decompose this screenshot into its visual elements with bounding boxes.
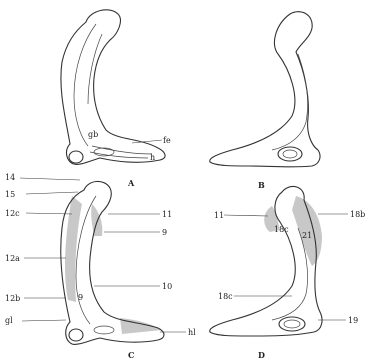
panel-a-label-h: h	[150, 153, 155, 162]
panel-c-condyle	[69, 329, 83, 341]
panel-d-label-21: 21	[302, 231, 312, 240]
panel-d-label-19: 19	[348, 316, 358, 325]
panel-d: 11 18b 18c 21 18c 19 D	[210, 186, 366, 359]
panel-c-label-15: 15	[5, 190, 15, 199]
panel-c-label-12a: 12a	[5, 254, 20, 263]
panel-c-label-9-lower: 9	[78, 293, 83, 302]
panel-c-label-9: 9	[162, 228, 167, 237]
panel-b-caption: B	[258, 180, 265, 190]
panel-d-foramen	[279, 317, 305, 331]
panel-a: gb fe h A	[61, 10, 171, 188]
panel-c-label-hl: hl	[188, 328, 196, 337]
panel-c-shaded-region-12	[65, 196, 82, 302]
panel-c-leader-gl	[22, 320, 66, 321]
panel-b-bone-outline	[210, 12, 320, 167]
panel-c-label-10: 10	[162, 282, 172, 291]
panel-c-label-12b: 12b	[5, 294, 20, 303]
panel-a-condyle	[69, 151, 83, 163]
panel-c-fossa	[94, 326, 114, 334]
panel-b-foramen	[278, 147, 302, 161]
panel-c-shaded-region-11	[91, 204, 102, 236]
panel-d-caption: D	[258, 350, 265, 359]
panel-c-label-12c: 12c	[5, 209, 20, 218]
panel-c-caption: C	[128, 350, 134, 359]
panel-b: B	[210, 12, 320, 190]
panel-d-label-11: 11	[214, 211, 224, 220]
panel-c-leader-15	[26, 192, 78, 194]
panel-c-leader-14	[20, 178, 80, 180]
panel-a-label-gb: gb	[88, 130, 98, 139]
panel-c-label-14: 14	[5, 173, 15, 182]
panel-d-label-18c: 18c	[218, 292, 233, 301]
panel-a-label-fe: fe	[163, 136, 171, 145]
panel-d-label-18b: 18b	[350, 210, 365, 219]
panel-c-label-11: 11	[162, 210, 172, 219]
panel-a-caption: A	[127, 178, 135, 188]
panel-d-leader-11	[224, 215, 268, 216]
panel-c-label-gl: gl	[5, 316, 13, 325]
panel-d-label-18c-top: 18c	[274, 225, 289, 234]
panel-c: 14 15 12c 11 9 12a 10 12b 9 gl hl C	[5, 173, 196, 359]
